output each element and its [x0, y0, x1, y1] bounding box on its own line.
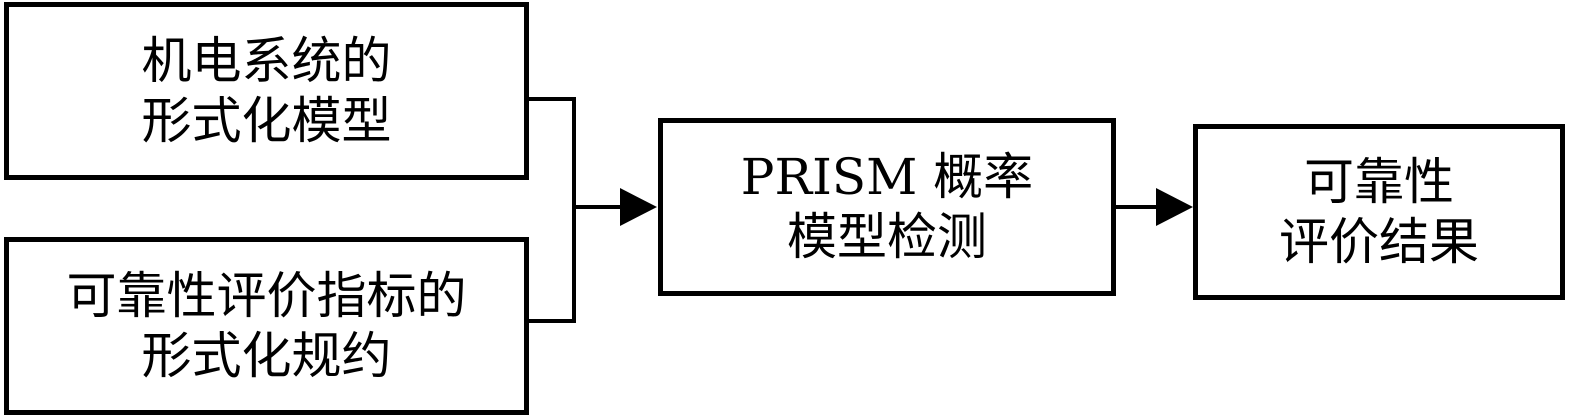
node-electromechanical-formal-model: 机电系统的 形式化模型: [4, 2, 529, 180]
arrowhead-to-prism: [620, 188, 657, 226]
node-prism-model-checking: PRISM 概率 模型检测: [658, 118, 1116, 296]
node-label-line: 可靠性评价指标的: [66, 267, 467, 325]
node-reliability-evaluation-result: 可靠性 评价结果: [1193, 124, 1565, 300]
arrowhead-to-result: [1156, 188, 1193, 226]
node-label-line: PRISM 概率: [740, 148, 1034, 206]
node-label-line: 形式化规约: [141, 327, 392, 385]
node-label-line: 评价结果: [1279, 213, 1479, 271]
node-reliability-index-formal-spec: 可靠性评价指标的 形式化规约: [4, 237, 529, 415]
node-label-line: 形式化模型: [141, 92, 392, 150]
node-label-line: 模型检测: [787, 208, 987, 266]
node-label-line: 可靠性: [1304, 153, 1454, 211]
node-label-line: 机电系统的: [141, 32, 392, 90]
connector-spec-bracket: [529, 207, 576, 323]
connector-model-bracket: [529, 97, 576, 207]
